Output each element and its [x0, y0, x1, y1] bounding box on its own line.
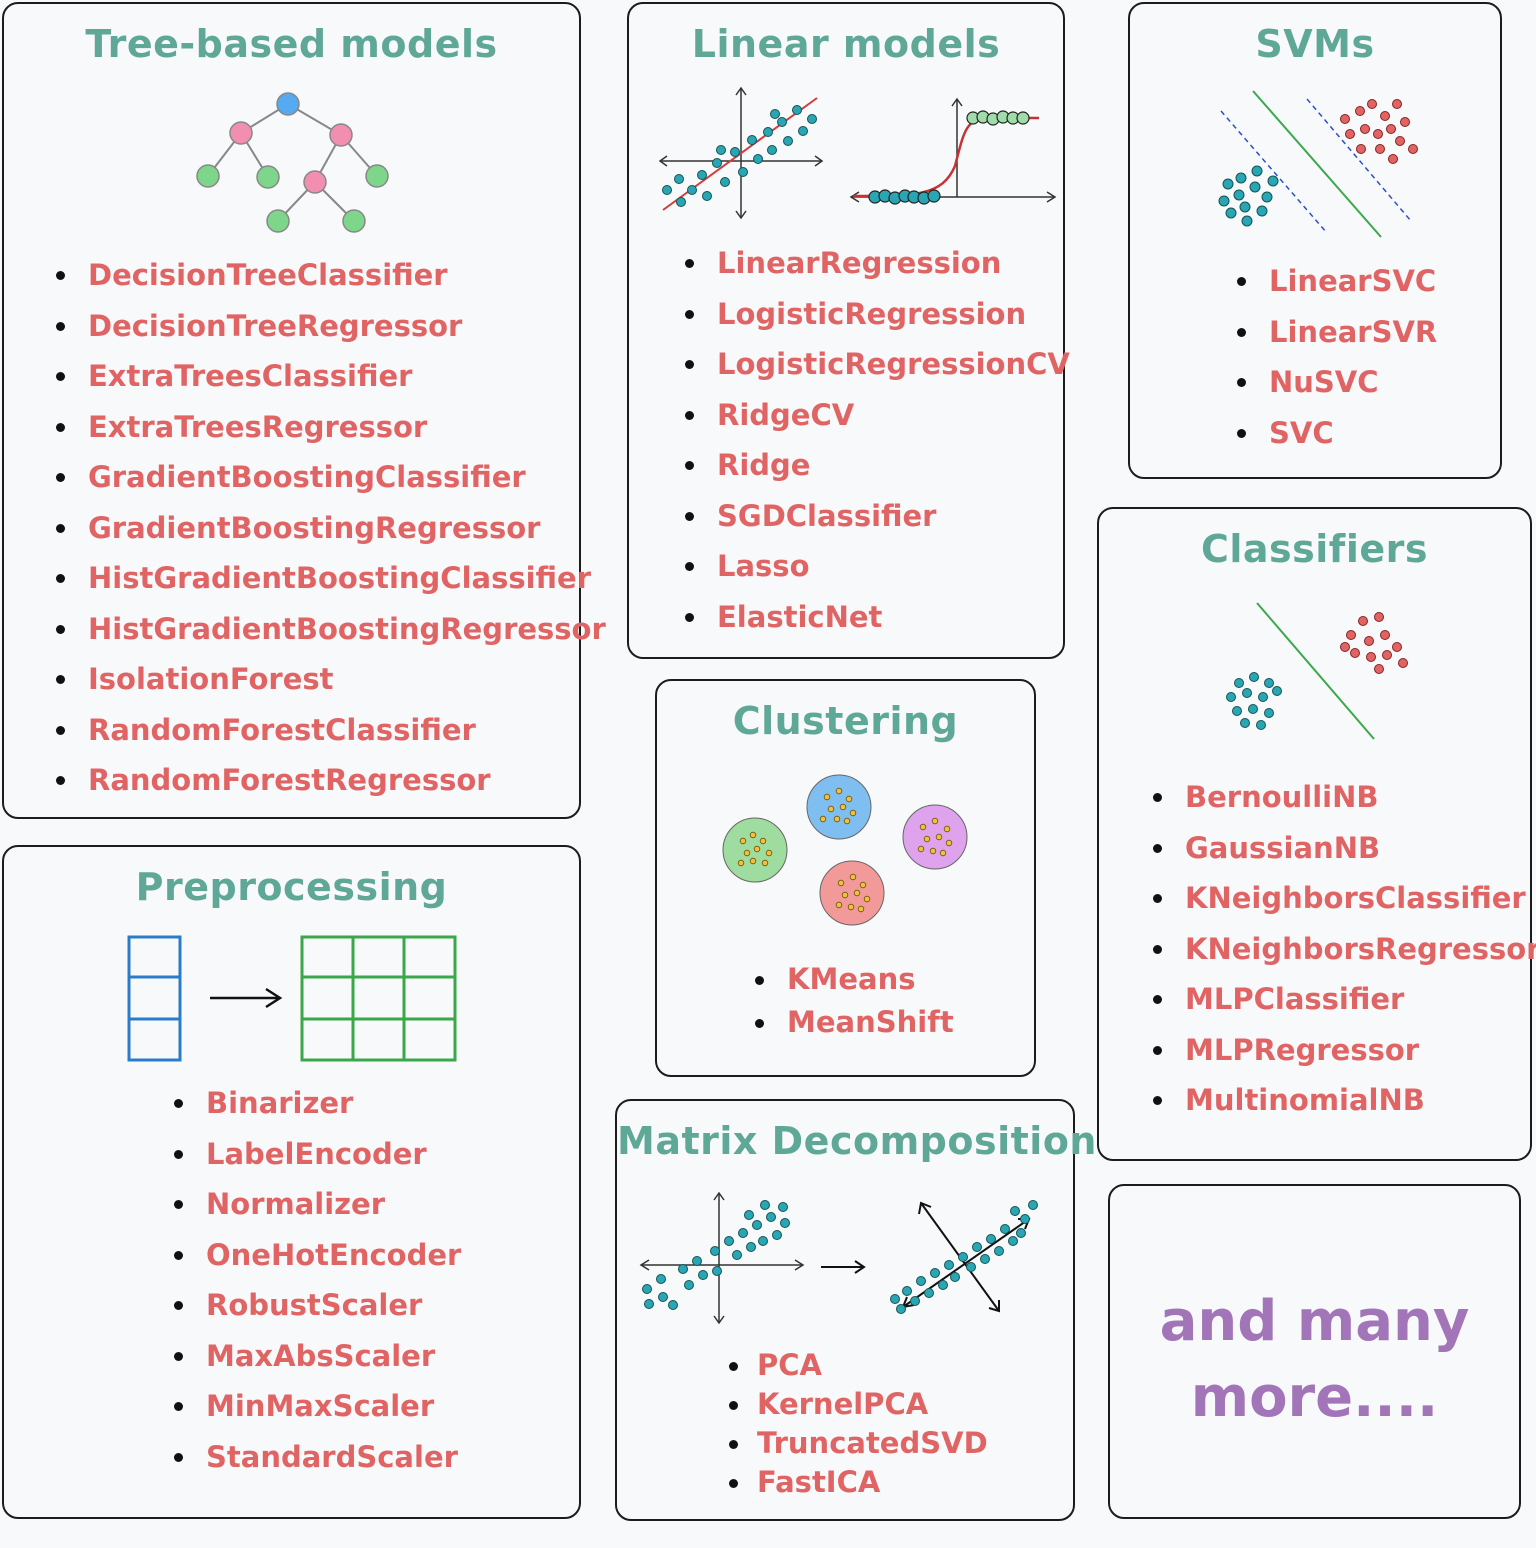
- list-item: OneHotEncoder: [174, 1230, 461, 1281]
- svms-list: LinearSVC LinearSVR NuSVC SVC: [1237, 256, 1437, 458]
- list-item: SVC: [1237, 408, 1437, 459]
- list-item: Ridge: [685, 440, 1070, 491]
- list-item: NuSVC: [1237, 357, 1437, 408]
- list-item: GradientBoostingClassifier: [56, 452, 606, 503]
- list-item: TruncatedSVD: [729, 1424, 988, 1463]
- list-item: LinearRegression: [685, 238, 1070, 289]
- classifiers-title: Classifiers: [1200, 527, 1428, 571]
- list-item: LinearSVC: [1237, 256, 1437, 307]
- svms-card: SVMs LinearSVC LinearSVR NuSVC SVC: [1128, 2, 1502, 479]
- list-item: Lasso: [685, 541, 1070, 592]
- svms-title: SVMs: [1255, 22, 1375, 66]
- pca-scatter-icon: [639, 1191, 805, 1325]
- list-item: ElasticNet: [685, 592, 1070, 643]
- matrix-decomposition-list: PCA KernelPCA TruncatedSVD FastICA: [729, 1346, 988, 1502]
- preprocessing-title: Preprocessing: [135, 865, 448, 909]
- list-item: SGDClassifier: [685, 491, 1070, 542]
- matrix-decomposition-title: Matrix Decomposition: [617, 1119, 1097, 1163]
- preprocessing-list: Binarizer LabelEncoder Normalizer OneHot…: [174, 1078, 461, 1482]
- list-item: KNeighborsRegressor: [1153, 924, 1536, 975]
- linear-models-title: Linear models: [691, 22, 1001, 66]
- more-line-2: more....: [1190, 1365, 1439, 1430]
- clustering-list: KMeans MeanShift: [755, 958, 954, 1044]
- more-card: and many more....: [1108, 1184, 1521, 1519]
- clustering-card: Clustering KMeans MeanShift: [655, 679, 1036, 1077]
- list-item: MultinomialNB: [1153, 1075, 1536, 1126]
- list-item: IsolationForest: [56, 654, 606, 705]
- list-item: KernelPCA: [729, 1385, 988, 1424]
- cluster-red: [819, 860, 885, 926]
- list-item: HistGradientBoostingClassifier: [56, 553, 606, 604]
- list-item: RandomForestRegressor: [56, 755, 606, 806]
- list-item: DecisionTreeRegressor: [56, 301, 606, 352]
- logistic-regression-icon: [849, 97, 1057, 205]
- list-item: PCA: [729, 1346, 988, 1385]
- list-item: MaxAbsScaler: [174, 1331, 461, 1382]
- list-item: Normalizer: [174, 1179, 461, 1230]
- tree-based-title: Tree-based models: [85, 22, 498, 66]
- list-item: GradientBoostingRegressor: [56, 503, 606, 554]
- list-item: ExtraTreesRegressor: [56, 402, 606, 453]
- clustering-title: Clustering: [732, 699, 959, 743]
- list-item: StandardScaler: [174, 1432, 461, 1483]
- list-item: DecisionTreeClassifier: [56, 250, 606, 301]
- list-item: MLPRegressor: [1153, 1025, 1536, 1076]
- svm-margin-icon: [1218, 90, 1418, 238]
- list-item: HistGradientBoostingRegressor: [56, 604, 606, 655]
- decision-tree-icon: [196, 92, 389, 233]
- preprocessing-card: Preprocessing Binarizer LabelEncoder Nor…: [2, 845, 581, 1519]
- list-item: Binarizer: [174, 1078, 461, 1129]
- cluster-blue: [806, 774, 872, 840]
- list-item: BernoulliNB: [1153, 772, 1536, 823]
- list-item: MinMaxScaler: [174, 1381, 461, 1432]
- classifier-boundary-icon: [1226, 602, 1408, 740]
- list-item: MLPClassifier: [1153, 974, 1536, 1025]
- list-item: FastICA: [729, 1463, 988, 1502]
- classifiers-list: BernoulliNB GaussianNB KNeighborsClassif…: [1153, 772, 1536, 1126]
- list-item: ExtraTreesClassifier: [56, 351, 606, 402]
- clusters-icon: [722, 774, 968, 926]
- tree-based-list: DecisionTreeClassifier DecisionTreeRegre…: [56, 250, 606, 806]
- linear-models-list: LinearRegression LogisticRegression Logi…: [685, 238, 1070, 642]
- linear-models-card: Linear models Li: [627, 2, 1070, 659]
- list-item: LogisticRegression: [685, 289, 1070, 340]
- tree-based-card: Tree-based models DecisionTreeClassifier…: [2, 2, 606, 819]
- list-item: LinearSVR: [1237, 307, 1437, 358]
- arrow-right-icon: [821, 1260, 866, 1274]
- list-item: LogisticRegressionCV: [685, 339, 1070, 390]
- matrix-decomposition-card: Matrix Decomposition: [615, 1099, 1097, 1521]
- list-item: RidgeCV: [685, 390, 1070, 441]
- list-item: LabelEncoder: [174, 1129, 461, 1180]
- principal-components-icon: [890, 1200, 1038, 1314]
- more-line-1: and many: [1159, 1289, 1470, 1354]
- linear-regression-icon: [658, 86, 824, 220]
- list-item: KNeighborsClassifier: [1153, 873, 1536, 924]
- list-item: RandomForestClassifier: [56, 705, 606, 756]
- cluster-purple: [902, 804, 968, 870]
- list-item: GaussianNB: [1153, 823, 1536, 874]
- encoding-grid-icon: [127, 935, 457, 1062]
- list-item: MeanShift: [755, 1001, 954, 1044]
- classifiers-card: Classifiers BernoulliNB GaussianNB KNeig…: [1097, 507, 1536, 1161]
- list-item: RobustScaler: [174, 1280, 461, 1331]
- list-item: KMeans: [755, 958, 954, 1001]
